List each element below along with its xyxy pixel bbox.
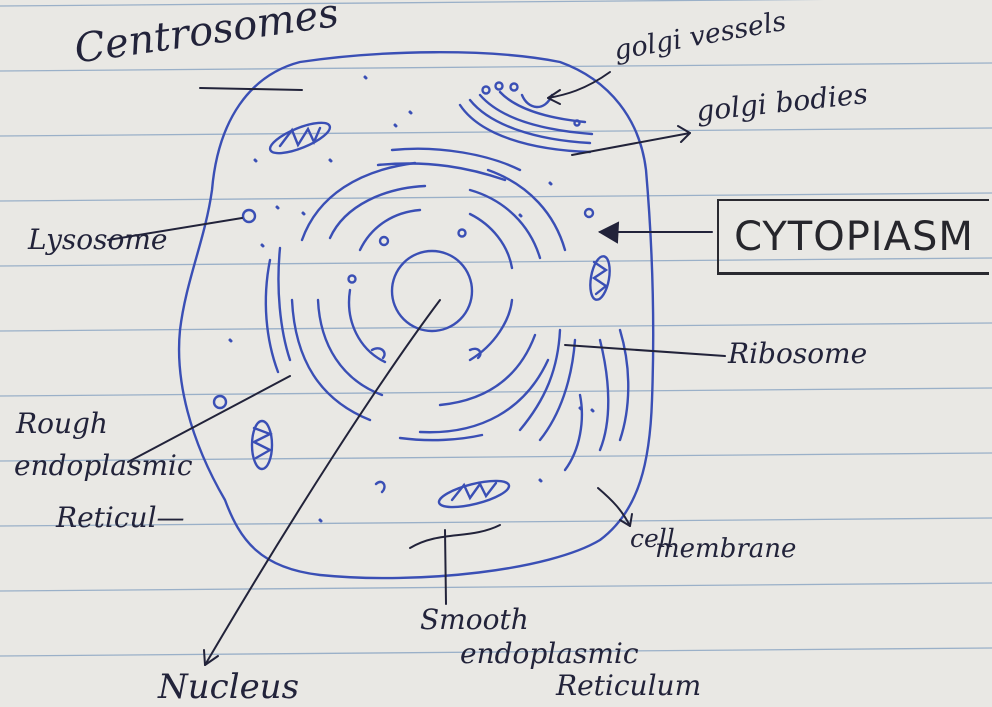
golgi-body-shape [460, 92, 592, 152]
smooth-er-label-line2: endoplasmic [460, 640, 639, 668]
smooth-er-pointer [445, 530, 446, 604]
ruled-line [0, 63, 992, 71]
ruled-line [0, 323, 992, 331]
cell-membrane-pointer [598, 488, 630, 526]
smooth-er-wave [410, 525, 500, 548]
ruled-line [0, 0, 992, 6]
centrosome-pointer [200, 88, 302, 90]
pointer-lines [108, 72, 725, 665]
ribosome-label: Ribosome [728, 340, 867, 368]
smooth-er-label-line3: Reticulum [556, 672, 701, 700]
lysosome-label: Lysosome [28, 226, 168, 254]
ribosome-dots [230, 77, 593, 521]
cell-membrane-label-line2: membrane [655, 536, 796, 562]
mitochondria [252, 117, 613, 513]
rough-er-label-line2: endoplasmic [14, 452, 193, 480]
nucleus-pointer [205, 300, 440, 665]
rough-er-label-line3: Reticul— [56, 504, 185, 532]
nucleus-label: Nucleus [158, 670, 299, 704]
ruled-line [0, 583, 992, 591]
ribosome-pointer [565, 345, 725, 356]
rough-er-label-line1: Rough [16, 410, 108, 438]
ruled-line [0, 388, 992, 396]
cytoplasm-arrowhead [600, 223, 618, 242]
smooth-er-label-line1: Smooth [420, 606, 529, 634]
cytoplasm-boxed-label: CYTOPIASM [717, 199, 989, 275]
ruled-line [0, 128, 992, 136]
